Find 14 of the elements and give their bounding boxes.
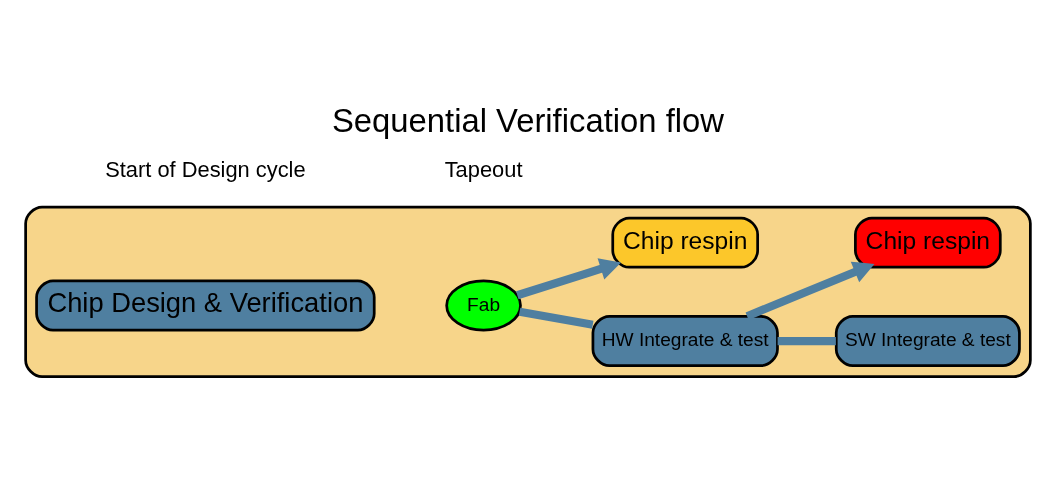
connector (777, 336, 836, 345)
connector (518, 307, 594, 329)
node-box: Chip respin (854, 216, 1002, 269)
label: Start of Design cycle (105, 156, 306, 182)
label: Tapeout (444, 156, 523, 182)
arrow (745, 261, 875, 320)
node-box: SW Integrate & test (834, 314, 1021, 367)
cluster (24, 205, 1032, 378)
node-ellipse: Fab (445, 279, 522, 331)
arrow (516, 257, 622, 299)
node-box: Chip respin (611, 216, 759, 269)
node-box: Chip Design & Verification (35, 279, 376, 331)
diagram-title: Sequential Verification flow (332, 101, 724, 139)
node-box: HW Integrate & test (591, 314, 779, 367)
